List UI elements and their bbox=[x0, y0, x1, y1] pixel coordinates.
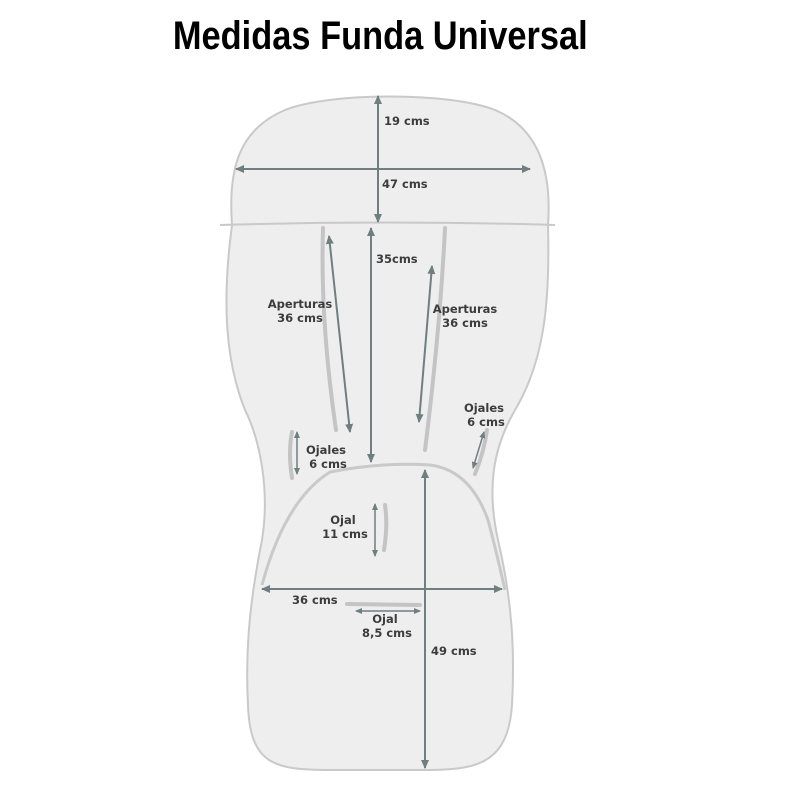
back-height-label: 35cms bbox=[376, 252, 418, 266]
eyelet-right-arrow bbox=[471, 431, 486, 469]
eyelets-left-title: Ojales bbox=[306, 443, 346, 457]
eyelet-horizontal-title: Ojal bbox=[372, 612, 397, 626]
diagram-title: Medidas Funda Universal bbox=[172, 14, 588, 58]
opening-left-size: 36 cms bbox=[277, 311, 323, 325]
opening-right-title: Aperturas bbox=[433, 302, 498, 316]
opening-right-size: 36 cms bbox=[442, 316, 488, 330]
headrest-seam bbox=[219, 221, 556, 226]
seat-height-label: 49 cms bbox=[431, 644, 477, 658]
opening-right-arrow bbox=[415, 265, 436, 423]
headrest-width-label: 47 cms bbox=[382, 177, 428, 191]
seat-seam bbox=[260, 462, 507, 591]
opening-left-title: Aperturas bbox=[268, 297, 333, 311]
headrest-height-label: 19 cms bbox=[384, 114, 430, 128]
opening-left-arrow bbox=[325, 235, 354, 433]
eyelet-left-slot bbox=[288, 430, 294, 480]
seat-width-label: 36 cms bbox=[292, 593, 338, 607]
eyelets-right-title: Ojales bbox=[464, 401, 504, 415]
eyelets-left-size: 6 cms bbox=[309, 457, 347, 471]
eyelet-horizontal-slot bbox=[345, 602, 422, 607]
eyelet-vertical-title: Ojal bbox=[330, 513, 355, 527]
cover-outline bbox=[225, 95, 550, 771]
eyelet-vertical-slot bbox=[382, 503, 389, 552]
eyelets-right-size: 6 cms bbox=[467, 415, 505, 429]
eyelet-horizontal-size: 8,5 cms bbox=[362, 626, 412, 640]
eyelet-vertical-size: 11 cms bbox=[322, 527, 368, 541]
